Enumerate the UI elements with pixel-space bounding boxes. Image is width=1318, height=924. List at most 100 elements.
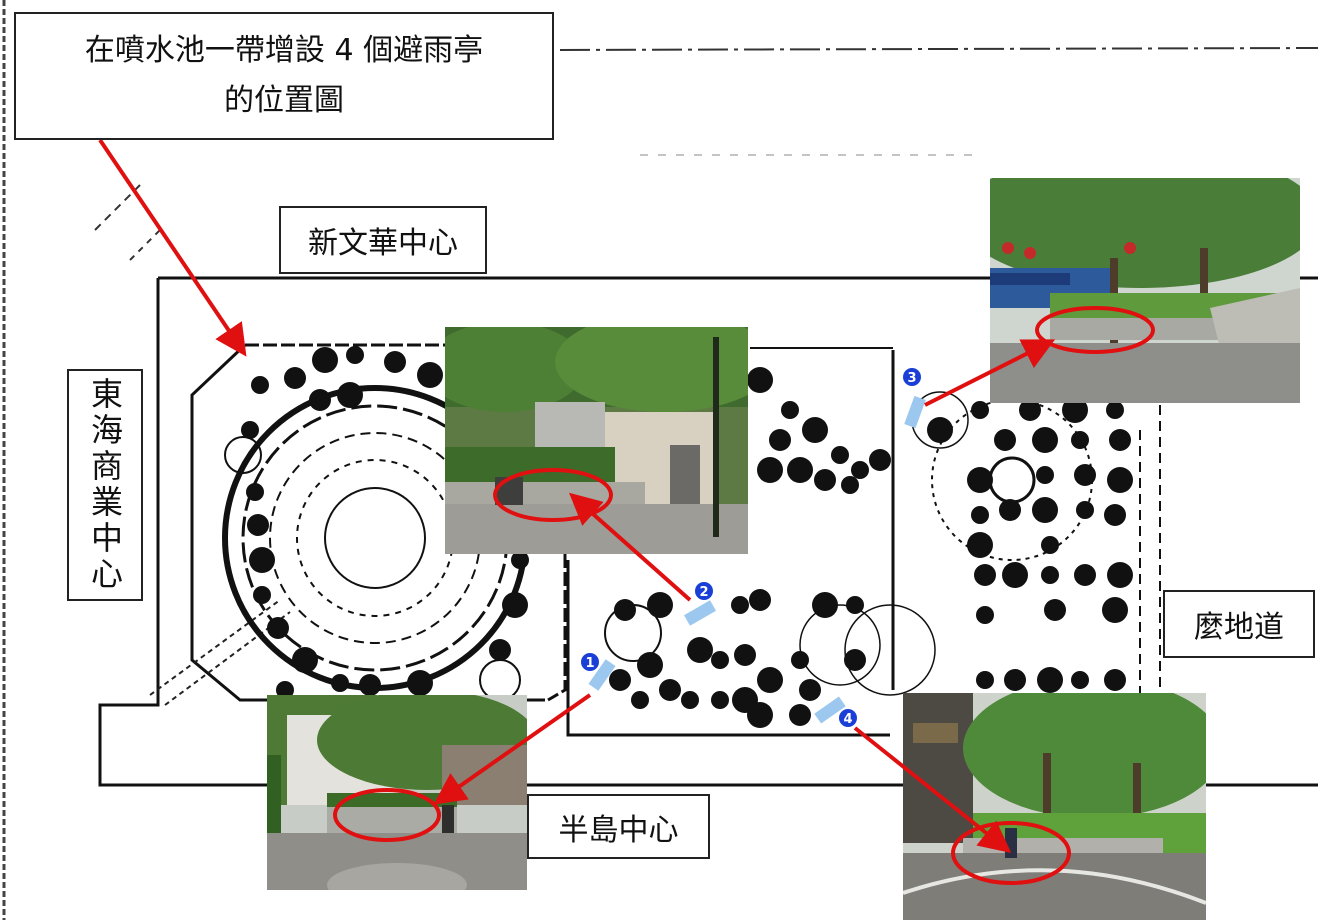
arrow-shelter-1 xyxy=(433,693,592,805)
tree-icon xyxy=(609,669,631,691)
highlight-circle xyxy=(1035,306,1155,354)
tree-icon xyxy=(614,599,636,621)
shelter-1 xyxy=(588,659,616,691)
tree-icon xyxy=(967,532,993,558)
tree-icon xyxy=(1071,671,1089,689)
label-peninsula-centre: 半島中心 xyxy=(527,794,710,859)
tree-icon xyxy=(502,592,528,618)
tree-icon xyxy=(1106,401,1124,419)
tree-icon xyxy=(1041,536,1059,554)
tree-icon xyxy=(734,644,756,666)
marker-4-label: 4 xyxy=(843,712,852,727)
tree-icon xyxy=(711,691,729,709)
top-boundary-line xyxy=(559,47,1318,51)
photo-shelter-3-location xyxy=(990,178,1300,403)
tree-icon xyxy=(337,382,363,408)
tree-icon xyxy=(1102,597,1128,623)
tree-icon xyxy=(247,514,269,536)
tree-icon xyxy=(841,476,859,494)
tree-icon xyxy=(1074,464,1096,486)
tree-icon xyxy=(971,401,989,419)
tree-icon xyxy=(309,389,331,411)
trees xyxy=(241,346,1133,728)
tree-icon xyxy=(687,637,713,663)
tree-icon xyxy=(1074,564,1096,586)
tree-icon xyxy=(999,499,1021,521)
tree-icon xyxy=(637,652,663,678)
tree-icon xyxy=(284,367,306,389)
tree-icon xyxy=(1019,399,1041,421)
shelter-2 xyxy=(684,600,716,626)
arrow-shelter-2 xyxy=(569,492,692,602)
tree-icon xyxy=(1107,562,1133,588)
label-east-ocean-centre: 東海商業中心 xyxy=(67,369,143,601)
label-mody-road: 麼地道 xyxy=(1163,590,1315,658)
tree-icon xyxy=(967,467,993,493)
tree-icon xyxy=(787,457,813,483)
tree-icon xyxy=(241,421,259,439)
photo-shelter-2-location xyxy=(445,327,748,554)
tree-icon xyxy=(1032,427,1058,453)
tree-icon xyxy=(407,670,433,696)
tree-icon xyxy=(292,647,318,673)
tree-icon xyxy=(731,596,749,614)
tree-icon xyxy=(346,346,364,364)
tree-icon xyxy=(1044,599,1066,621)
tree-icon xyxy=(359,674,381,696)
tree-icon xyxy=(1076,501,1094,519)
tree-icon xyxy=(1036,466,1054,484)
tree-icon xyxy=(799,679,821,701)
marker-2-label: 2 xyxy=(699,585,708,600)
tree-icon xyxy=(976,671,994,689)
photo-shelter-1-location xyxy=(267,695,527,890)
arrow-title-to-site xyxy=(98,138,247,357)
tree-icon xyxy=(831,446,849,464)
map-title: 在噴水池一帶增設 4 個避雨亭 的位置圖 xyxy=(14,12,554,140)
tree-icon xyxy=(814,469,836,491)
label-new-mandarin-centre: 新文華中心 xyxy=(279,206,487,274)
tree-icon xyxy=(647,592,673,618)
tree-icon xyxy=(1062,397,1088,423)
tree-icon xyxy=(1104,504,1126,526)
tree-icon xyxy=(331,674,349,692)
photo-shelter-4-location xyxy=(903,693,1206,920)
tree-icon xyxy=(312,347,338,373)
arrow-shelter-4 xyxy=(853,726,1012,853)
tree-icon xyxy=(974,564,996,586)
tree-icon xyxy=(846,596,864,614)
tree-icon xyxy=(384,351,406,373)
tree-icon xyxy=(1041,566,1059,584)
tree-icon xyxy=(1002,562,1028,588)
tree-icon xyxy=(711,651,729,669)
arrow-shelter-3 xyxy=(924,339,1056,407)
tree-icon xyxy=(869,449,891,471)
tree-icon xyxy=(1107,467,1133,493)
marker-4-icon xyxy=(839,709,857,727)
tree-icon xyxy=(489,639,511,661)
shelters xyxy=(588,395,926,724)
tree-icon xyxy=(994,429,1016,451)
tree-icon xyxy=(844,649,866,671)
marker-1-icon xyxy=(581,653,599,671)
tree-icon xyxy=(971,506,989,524)
shelter-3 xyxy=(904,395,926,429)
tree-icon xyxy=(253,586,271,604)
tree-icon xyxy=(417,362,443,388)
tree-icon xyxy=(249,547,275,573)
tree-icon xyxy=(276,681,294,699)
tree-icon xyxy=(1032,497,1058,523)
marker-3-label: 3 xyxy=(907,371,916,386)
tree-icon xyxy=(246,483,264,501)
tree-icon xyxy=(747,702,773,728)
tree-icon xyxy=(791,651,809,669)
tree-icon xyxy=(1004,669,1026,691)
map-title-line2: 的位置圖 xyxy=(224,83,344,118)
tree-icon xyxy=(812,592,838,618)
tree-icon xyxy=(789,704,811,726)
tree-icon xyxy=(757,457,783,483)
tree-icon xyxy=(1109,429,1131,451)
tree-icon xyxy=(851,461,869,479)
marker-1-label: 1 xyxy=(585,656,594,671)
marker-badges: 1 2 3 4 xyxy=(581,368,921,727)
